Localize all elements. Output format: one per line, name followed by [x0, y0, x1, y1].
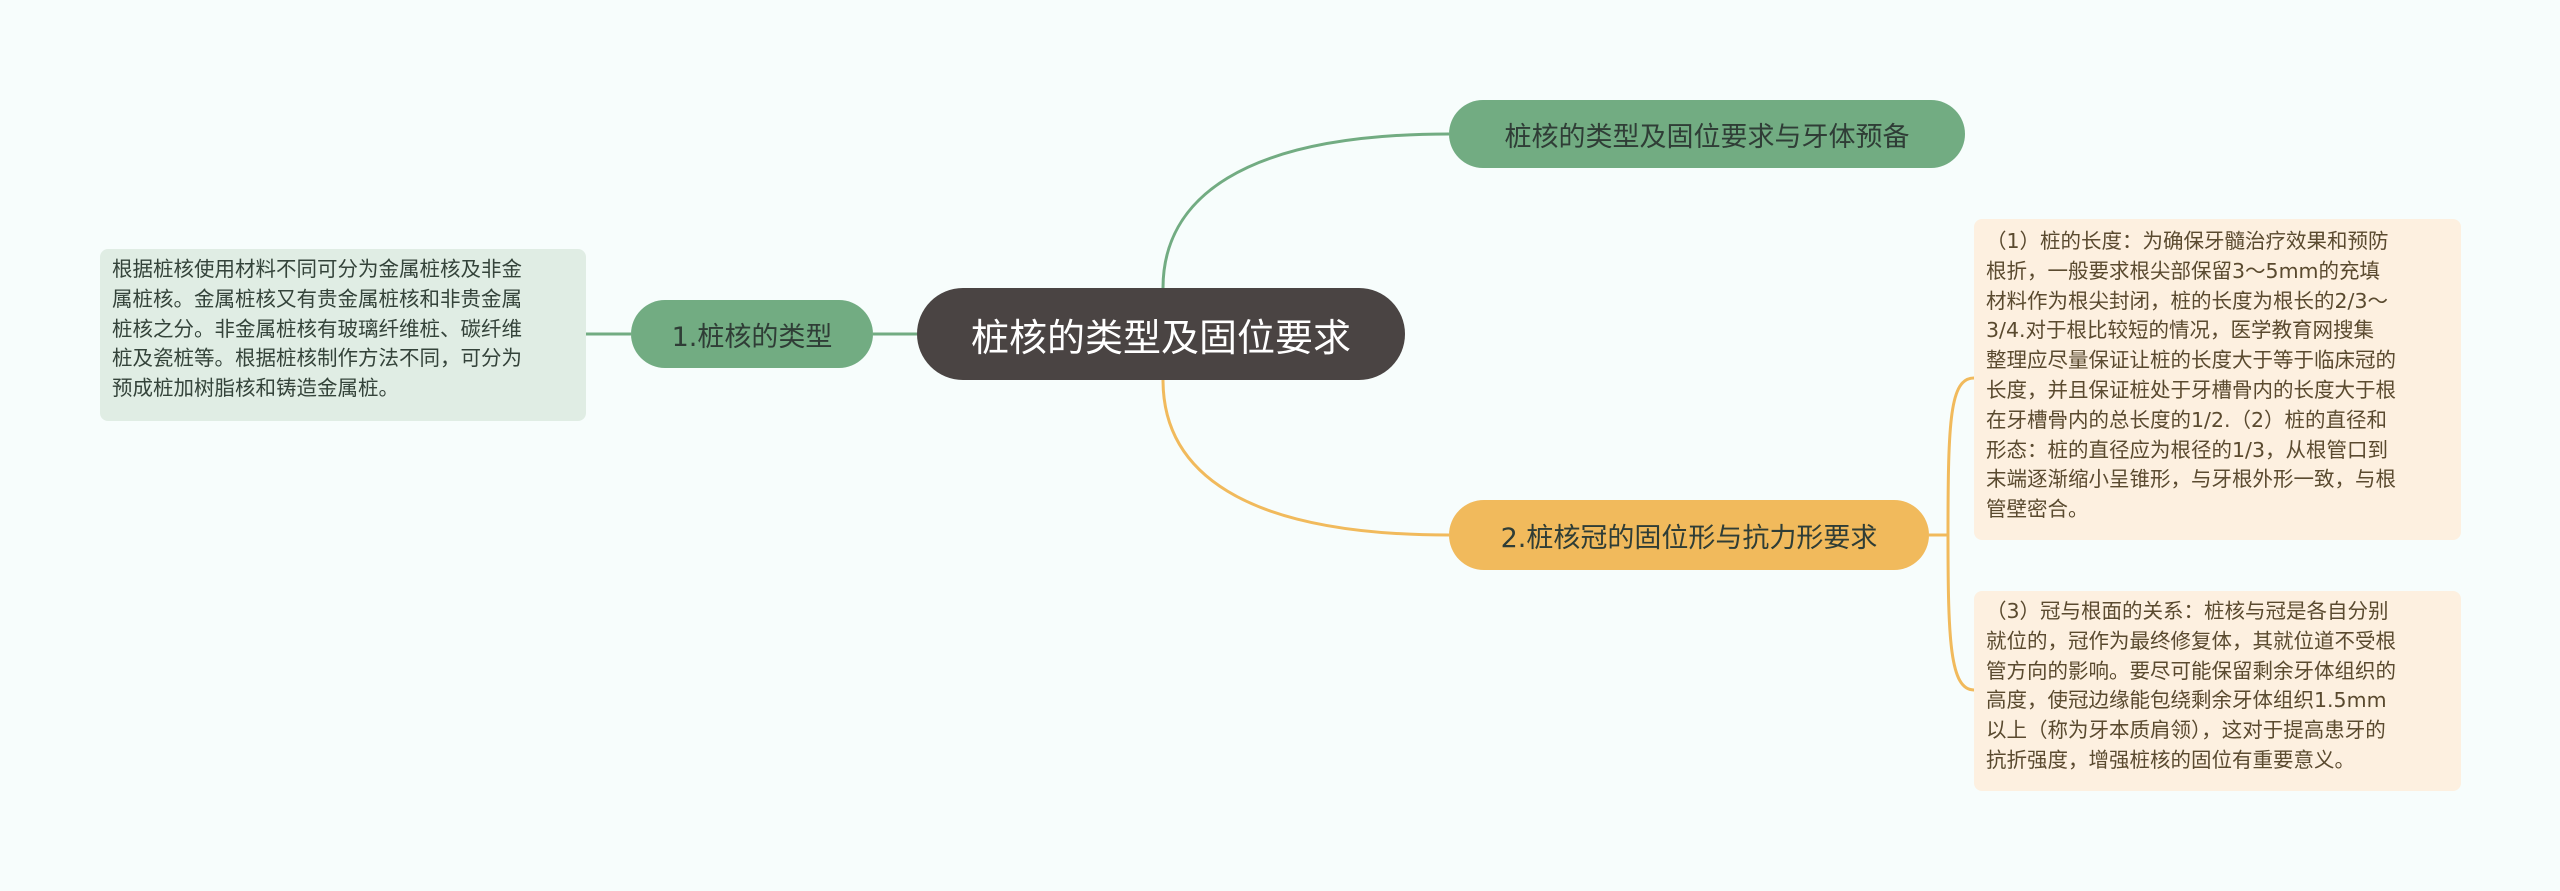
- topic-prep[interactable]: 桩核的类型及固位要求与牙体预备: [1449, 100, 1965, 168]
- topic-retention[interactable]: 2.桩核冠的固位形与抗力形要求: [1449, 500, 1929, 570]
- link-bottom-note2: [1946, 534, 1975, 692]
- root-topic-label: 桩核的类型及固位要求: [970, 315, 1351, 360]
- topic-types-label: 1.桩核的类型: [671, 321, 833, 353]
- note-post-length[interactable]: （1）桩的长度：为确保牙髓治疗效果和预防 根折，一般要求根尖部保留3～5mm的充…: [1974, 219, 2461, 540]
- note-crown-root[interactable]: （3）冠与根面的关系：桩核与冠是各自分别 就位的，冠作为最终修复体，其就位道不受…: [1974, 591, 2461, 791]
- link-bottom-note1: [1946, 376, 1975, 536]
- topic-prep-label: 桩核的类型及固位要求与牙体预备: [1504, 121, 1910, 153]
- link-root-bottom: [1161, 379, 1450, 537]
- link-root-top: [1161, 132, 1450, 289]
- root-topic[interactable]: 桩核的类型及固位要求: [917, 288, 1405, 380]
- note-types[interactable]: 根据桩核使用材料不同可分为金属桩核及非金 属桩核。金属桩核又有贵金属桩核和非贵金…: [100, 249, 586, 421]
- topic-types[interactable]: 1.桩核的类型: [631, 300, 873, 368]
- topic-retention-label: 2.桩核冠的固位形与抗力形要求: [1500, 522, 1878, 554]
